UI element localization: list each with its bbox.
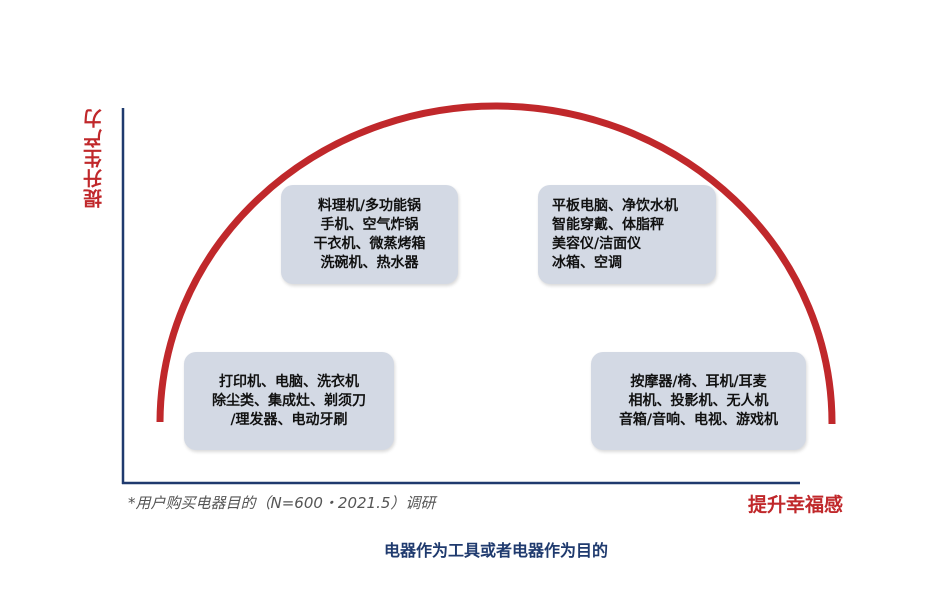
box-line: 音箱/音响、电视、游戏机	[618, 411, 779, 428]
box-line: 干衣机、微蒸烤箱	[313, 235, 426, 252]
box-line: 除尘类、集成灶、剃须刀	[212, 392, 366, 409]
semicircle-arc	[156, 102, 836, 425]
box-line: 料理机/多功能锅	[317, 197, 422, 214]
box-bottom-left: 打印机、电脑、洗衣机 除尘类、集成灶、剃须刀 /理发器、电动牙刷	[184, 352, 394, 450]
diagram-title: 电器作为工具或者电器作为目的	[383, 541, 608, 560]
box-line: 打印机、电脑、洗衣机	[219, 373, 359, 390]
footnote: *用户购买电器目的（N=600・2021.5）调研	[128, 494, 436, 512]
x-axis-label: 提升幸福感	[748, 494, 844, 516]
box-line: 洗碗机、热水器	[320, 254, 419, 271]
box-bottom-right: 按摩器/椅、耳机/耳麦 相机、投影机、无人机 音箱/音响、电视、游戏机	[591, 352, 806, 450]
box-line: 智能穿戴、体脂秤	[552, 216, 664, 233]
box-line: 相机、投影机、无人机	[628, 392, 769, 409]
box-line: 美容仪/洁面仪	[552, 235, 642, 252]
box-top-left: 料理机/多功能锅 手机、空气炸锅 干衣机、微蒸烤箱 洗碗机、热水器	[281, 185, 458, 284]
box-line: 冰箱、空调	[552, 254, 622, 271]
box-top-right: 平板电脑、净饮水机 智能穿戴、体脂秤 美容仪/洁面仪 冰箱、空调	[538, 185, 716, 284]
box-line: /理发器、电动牙刷	[230, 411, 348, 428]
y-axis-label: 提升生产力	[83, 108, 105, 208]
box-line: 平板电脑、净饮水机	[552, 197, 678, 214]
box-line: 手机、空气炸锅	[320, 216, 419, 233]
box-line: 按摩器/椅、耳机/耳麦	[630, 373, 767, 390]
